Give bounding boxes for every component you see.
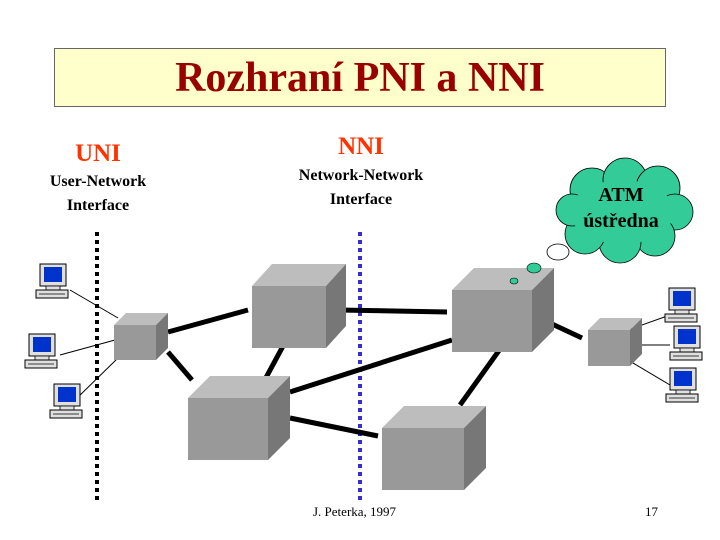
switch-icon [588,318,642,366]
uni-label: UNI [75,140,121,167]
nni-desc-line1: Network-Network [298,167,424,184]
switch-icon [382,406,486,490]
switch-icon [114,313,168,360]
nni-label: NNI [338,133,384,160]
switch-icon [252,264,346,348]
slide-title: Rozhraní PNI a NNI [175,54,545,101]
page-number: 17 [645,504,658,519]
thought-bubble-large [546,243,570,261]
computer-icon [665,367,699,403]
atm-label-line2: ústředna [583,210,659,232]
computer-icon [35,263,69,299]
uni-desc-line1: User-Network [49,173,147,190]
footer-author: J. Peterka, 1997 [313,504,397,519]
atm-label-line1: ATM [598,184,644,206]
thought-bubble-medium [526,262,542,274]
computer-icon [49,383,83,419]
switch-icon [452,268,554,352]
switch-icon [188,376,290,460]
computer-icon [669,325,703,361]
computer-icon [24,333,58,369]
nni-desc-line2: Interface [329,191,393,208]
thought-bubble-small [509,277,519,285]
uni-desc-line2: Interface [66,197,130,214]
left-host-links [59,289,119,401]
computer-icon [664,287,698,323]
title-box: Rozhraní PNI a NNI [54,48,666,107]
atm-cloud-label: ATM ústředna [566,182,676,234]
